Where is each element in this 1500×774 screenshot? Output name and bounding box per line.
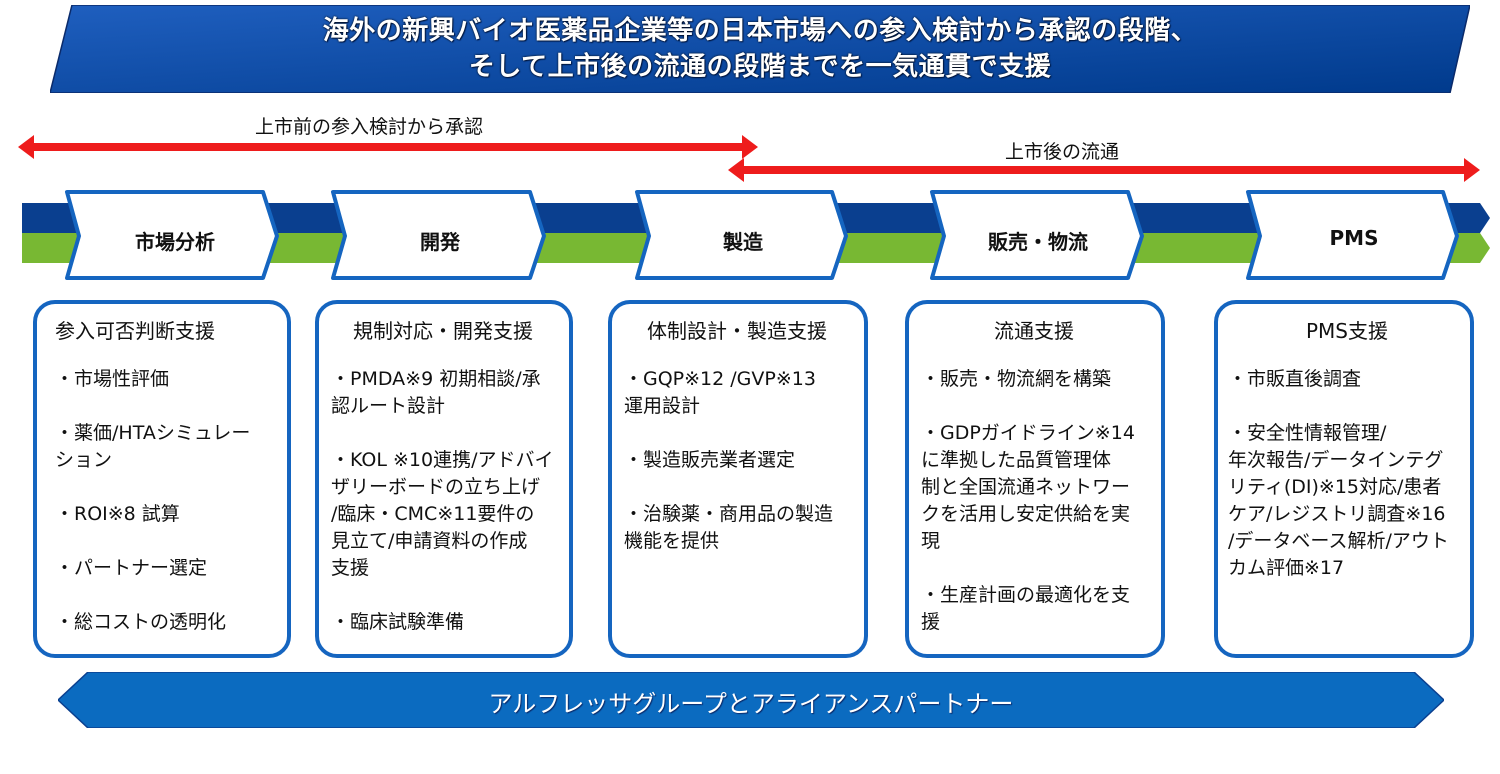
post-launch-double-arrow-icon	[728, 158, 1480, 182]
phase-label-pre-launch: 上市前の参入検討から承認	[255, 116, 484, 138]
banner-shape	[50, 5, 1470, 93]
partner-banner: アルフレッサグループとアライアンスパートナー	[56, 671, 1446, 729]
card-item: ・PMDA※9 初期相談/承 認ルート設計	[331, 368, 541, 417]
step-manufacturing: 製造	[723, 230, 763, 254]
step-sales-logistics: 販売・物流	[988, 230, 1088, 254]
card-item: ・市販直後調査	[1228, 368, 1362, 390]
step-chevron-2	[331, 190, 546, 280]
step-chevron-1	[65, 190, 279, 280]
card-title: 流通支援	[994, 319, 1074, 343]
card-item: ・KOL ※10連携/アドバイ ザリーボードの立ち上げ /臨床・CMC※11要件…	[331, 449, 554, 579]
card-item: ・ROI※8 試算	[55, 503, 180, 525]
step-chevron-3	[635, 190, 848, 280]
phase-label-post-launch: 上市後の流通	[1005, 141, 1120, 163]
card-title: PMS支援	[1305, 319, 1388, 343]
card-item: ・GQP※12 /GVP※13 運用設計	[624, 368, 816, 417]
process-band	[22, 190, 1490, 280]
card-title: 体制設計・製造支援	[647, 319, 827, 343]
card-entry-decision-support: 参入可否判断支援 ・市場性評価 ・薬価/HTAシミュレー ション ・ROI※8 …	[33, 300, 291, 658]
partner-label: アルフレッサグループとアライアンスパートナー	[488, 690, 1014, 718]
step-development: 開発	[420, 230, 460, 254]
card-distribution-support: 流通支援 ・販売・物流網を構築 ・GDPガイドライン※14 に準拠した品質管理体…	[905, 300, 1165, 658]
card-pms-support: PMS支援 ・市販直後調査 ・安全性情報管理/ 年次報告/データインテグ リティ…	[1214, 300, 1474, 658]
card-item: ・臨床試験準備	[331, 611, 465, 633]
step-market-analysis: 市場分析	[135, 230, 215, 254]
pre-launch-double-arrow-icon	[18, 135, 758, 159]
card-item: ・GDPガイドライン※14 に準拠した品質管理体 制と全国流通ネットワー クを活…	[921, 422, 1135, 552]
step-chevron-4	[930, 190, 1144, 280]
card-item: ・生産計画の最適化を支 援	[921, 584, 1131, 633]
card-item: ・安全性情報管理/ 年次報告/データインテグ リティ(DI)※15対応/患者 ケ…	[1228, 422, 1449, 579]
card-title: 参入可否判断支援	[55, 319, 215, 343]
card-item: ・総コストの透明化	[55, 611, 227, 633]
card-item: ・薬価/HTAシミュレー ション	[55, 422, 251, 471]
title-banner: 海外の新興バイオ医薬品企業等の日本市場への参入検討から承認の段階、 そして上市後…	[50, 5, 1470, 93]
card-item: ・販売・物流網を構築	[921, 368, 1112, 390]
card-regulatory-development-support: 規制対応・開発支援 ・PMDA※9 初期相談/承 認ルート設計 ・KOL ※10…	[315, 300, 573, 658]
card-title: 規制対応・開発支援	[353, 319, 533, 343]
step-chevron-5	[1246, 190, 1459, 280]
card-item: ・治験薬・商用品の製造 機能を提供	[624, 503, 834, 552]
banner-line-1: 海外の新興バイオ医薬品企業等の日本市場への参入検討から承認の段階、	[322, 16, 1198, 46]
card-manufacturing-support: 体制設計・製造支援 ・GQP※12 /GVP※13 運用設計 ・製造販売業者選定…	[608, 300, 868, 658]
card-item: ・市場性評価	[55, 368, 170, 390]
banner-line-2: そして上市後の流通の段階までを一気通貫で支援	[468, 52, 1052, 82]
card-item: ・パートナー選定	[55, 557, 208, 579]
card-item: ・製造販売業者選定	[624, 449, 796, 471]
step-pms: PMS	[1329, 226, 1379, 250]
